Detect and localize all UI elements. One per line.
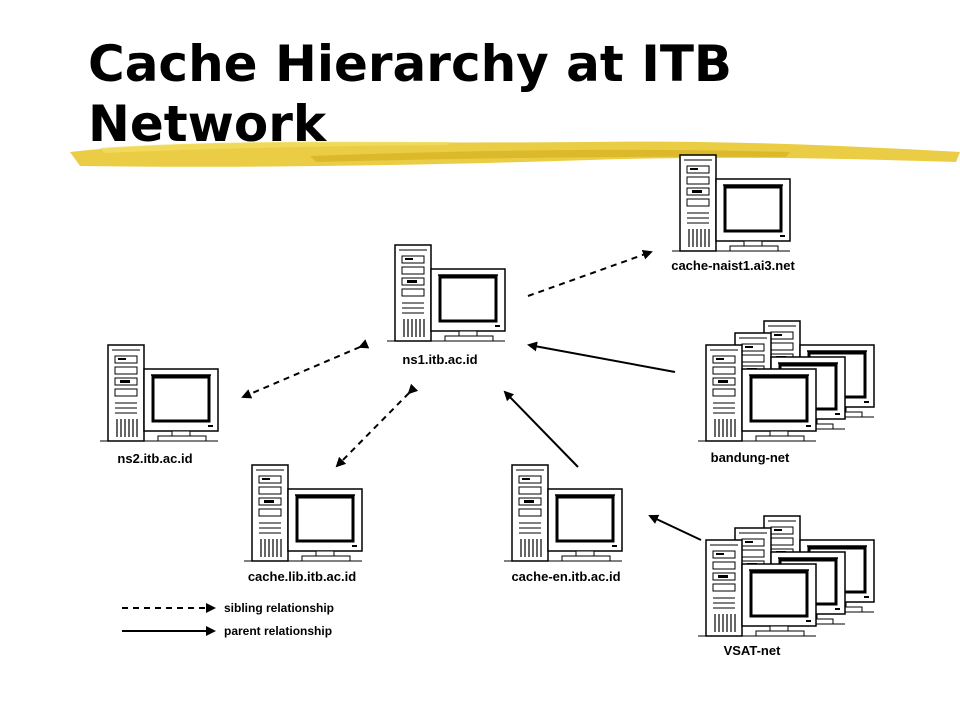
edge-ns1-cache-lib	[335, 383, 419, 468]
edge-bandung-ns1	[527, 341, 676, 373]
cache-en-label: cache-en.itb.ac.id	[511, 569, 621, 584]
ns1-computer-icon	[385, 243, 507, 343]
slide-title: Cache Hierarchy at ITB Network	[88, 34, 732, 154]
bandung-cluster-icon	[698, 321, 874, 441]
title-line-1: Cache Hierarchy at ITB	[88, 35, 733, 93]
bandung-label: bandung-net	[710, 450, 790, 465]
title-line-2: Network	[88, 95, 327, 153]
ns1-label: ns1.itb.ac.id	[402, 352, 478, 367]
legend-sibling-label: sibling relationship	[224, 601, 335, 615]
cache-lib-computer-icon	[242, 463, 364, 563]
title-highlighter-swash	[70, 141, 960, 167]
legend-parent-label: parent relationship	[224, 624, 333, 638]
cache-en-computer-icon	[502, 463, 624, 563]
edge-cache-en-ns1	[503, 390, 579, 468]
vsat-cluster-icon	[698, 516, 874, 636]
edge-vsat-cache-en	[648, 514, 702, 541]
ns2-computer-icon	[98, 343, 220, 443]
ns2-label: ns2.itb.ac.id	[117, 451, 193, 466]
cache-lib-label: cache.lib.itb.ac.id	[247, 569, 357, 584]
edge-ns1-ns2	[241, 339, 370, 399]
cache-naist-label: cache-naist1.ai3.net	[671, 258, 795, 273]
edge-ns1-cache-naist	[527, 249, 653, 297]
cache-naist-computer-icon	[670, 153, 792, 253]
vsat-label: VSAT-net	[723, 643, 781, 658]
